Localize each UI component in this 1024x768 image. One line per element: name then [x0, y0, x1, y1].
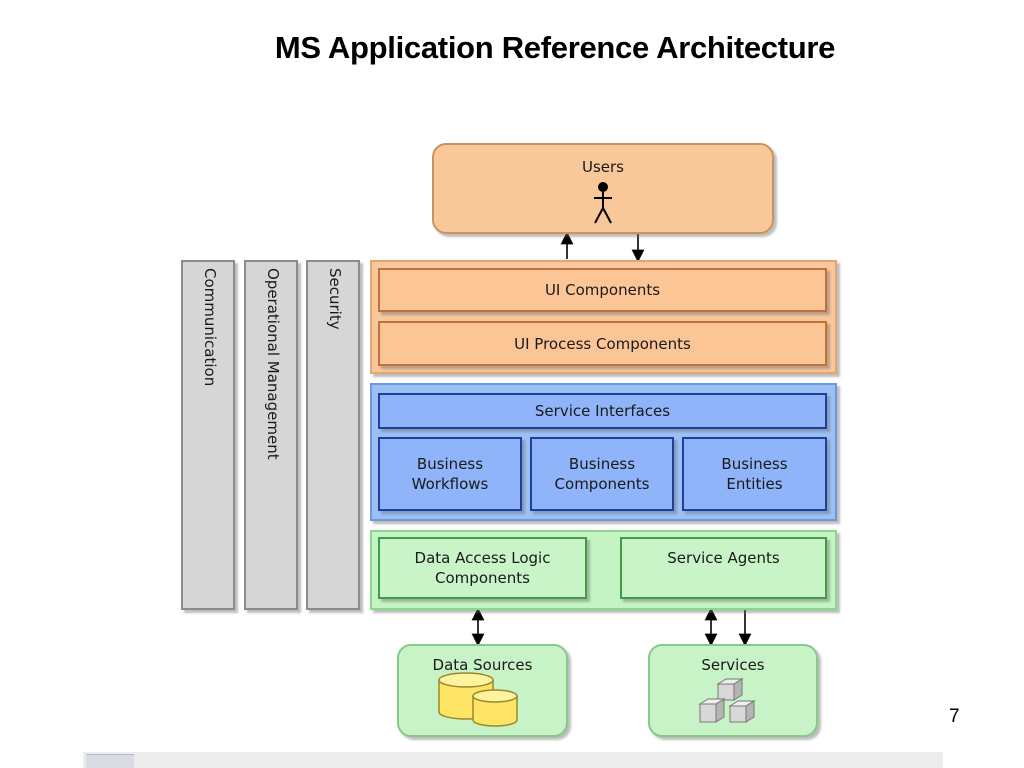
users-box: Users — [432, 143, 774, 234]
slide-title: MS Application Reference Architecture — [274, 30, 836, 65]
data-sources-label: Data Sources — [432, 656, 533, 674]
business-workflows-label: Business Workflows — [411, 455, 489, 493]
services-label: Services — [701, 656, 765, 674]
service-agents-label: Service Agents — [667, 549, 780, 567]
ui-components-label: UI Components — [544, 281, 661, 299]
business-components-label: Business Components — [554, 455, 650, 493]
communication-bar: Communication — [181, 260, 235, 610]
ui-process-components-box: UI Process Components — [378, 321, 827, 366]
service-interfaces-label: Service Interfaces — [534, 402, 671, 420]
business-entities-label: Business Entities — [721, 455, 788, 493]
ui-components-box: UI Components — [378, 268, 827, 312]
users-label: Users — [581, 158, 624, 176]
database-cylinders-icon — [438, 672, 518, 727]
service-interfaces-box: Service Interfaces — [378, 393, 827, 429]
data-access-logic-label: Data Access Logic Components — [414, 549, 551, 587]
bottom-taskbar-item — [86, 754, 134, 768]
business-workflows-box: Business Workflows — [378, 437, 522, 511]
operational-management-bar: Operational Management — [244, 260, 298, 610]
cubes-icon — [698, 678, 756, 723]
page-number: 7 — [949, 706, 960, 727]
ui-process-components-label: UI Process Components — [514, 334, 691, 353]
data-access-logic-box: Data Access Logic Components — [378, 537, 587, 599]
communication-label: Communication — [201, 268, 219, 387]
stick-figure-icon — [594, 182, 612, 224]
service-agents-box: Service Agents — [620, 537, 827, 599]
business-entities-box: Business Entities — [682, 437, 827, 511]
business-components-box: Business Components — [530, 437, 674, 511]
operational-management-label: Operational Management — [264, 268, 282, 460]
bottom-taskbar-strip — [83, 752, 943, 768]
security-label: Security — [326, 268, 344, 330]
security-bar: Security — [306, 260, 360, 610]
